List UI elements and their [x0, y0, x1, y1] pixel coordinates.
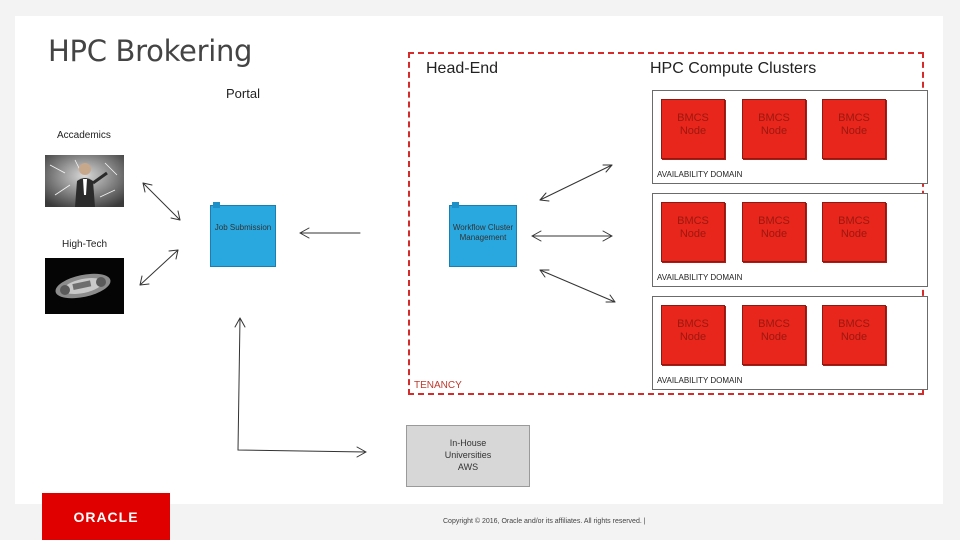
high-tech-photo [45, 258, 124, 314]
job-submission-note: Job Submission [210, 202, 276, 267]
workflow-note: Workflow Cluster Management [449, 202, 517, 267]
pin-icon [213, 202, 220, 208]
arrow-workflow-to-ad3 [539, 269, 616, 303]
arrow-hightech-to-job [139, 249, 179, 286]
page-title: HPC Brokering [48, 34, 253, 68]
availability-domain-label: AVAILABILITY DOMAIN [657, 273, 743, 282]
arrow-workflow-to-ad2 [531, 230, 613, 242]
availability-domain-label: AVAILABILITY DOMAIN [657, 170, 743, 179]
inhouse-note: In-House Universities AWS [406, 425, 530, 487]
availability-domain-label: AVAILABILITY DOMAIN [657, 376, 743, 385]
portal-label: Portal [226, 86, 260, 101]
tenancy-label: TENANCY [414, 380, 462, 391]
head-end-label: Head-End [426, 60, 499, 77]
arrow-portal-to-inhouse [234, 317, 367, 458]
arrow-workflow-to-ad1 [539, 164, 613, 202]
high-tech-label: High-Tech [62, 239, 108, 250]
compute-clusters-label: HPC Compute Clusters [650, 60, 817, 77]
academics-label: Accademics [57, 130, 111, 141]
arrow-job-to-workflow [299, 227, 361, 239]
pin-icon [452, 202, 459, 208]
copyright-text: Copyright © 2016, Oracle and/or its affi… [443, 518, 646, 525]
academics-photo [45, 155, 124, 207]
oracle-logo: ORACLE [42, 493, 170, 540]
arrow-academics-to-job [142, 182, 181, 221]
